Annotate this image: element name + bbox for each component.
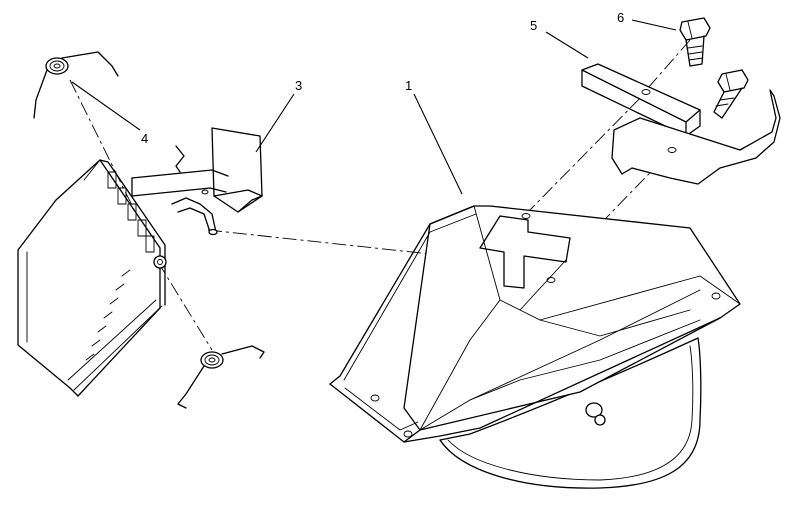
upper-torsion-spring [33, 51, 119, 119]
mounting-plate-bracket [581, 63, 781, 185]
callout-5: 5 [530, 18, 537, 33]
callout-3: 3 [295, 78, 302, 93]
callout-4: 4 [141, 131, 148, 146]
callout-6: 6 [617, 10, 624, 25]
lower-torsion-spring [177, 345, 265, 409]
callout-1: 1 [405, 78, 412, 93]
discharge-chute [329, 205, 741, 489]
hex-bolts [679, 17, 749, 119]
hinged-deflector-flap [17, 159, 167, 397]
hinge-bracket [131, 127, 263, 236]
callout-leaders [71, 19, 677, 195]
callout-numbers: 1 3 4 5 6 [141, 10, 624, 146]
upper-bolt [679, 17, 711, 67]
flap-edge-ticks [85, 269, 131, 361]
lower-bolt [713, 69, 749, 119]
